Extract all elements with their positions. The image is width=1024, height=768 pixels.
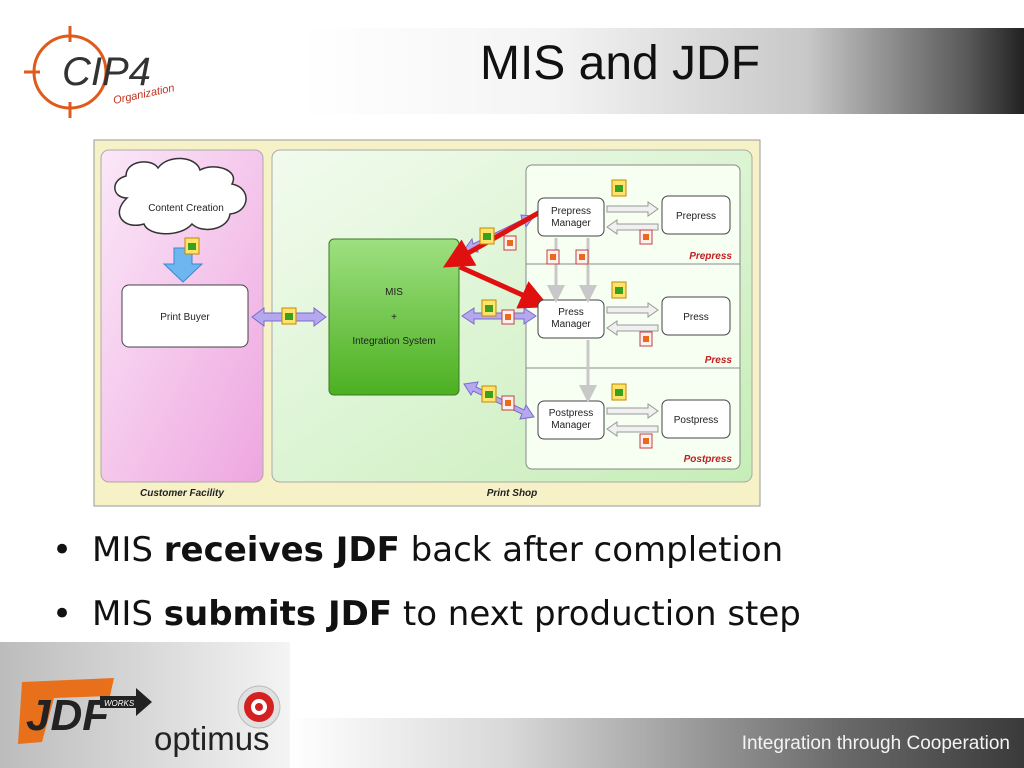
cip4-logo: CIP4 Organization [24, 26, 176, 118]
press-manager-label-1: Press [558, 307, 584, 318]
customer-facility-label: Customer Facility [140, 488, 224, 499]
bullet-text: MIS [92, 594, 164, 634]
workflow-diagram: Content Creation Print Buyer MIS + Integ… [93, 139, 761, 507]
optimus-icon [237, 685, 281, 729]
postpress-manager-box [537, 400, 605, 440]
mis-integration-label: Integration System [352, 336, 435, 347]
bullet-dot: • [52, 530, 73, 570]
jdf-arrow [100, 688, 152, 716]
bullet-emphasis: submits JDF [163, 594, 393, 634]
prepress-zone-label: Prepress [689, 251, 732, 262]
jdf-logo-shape [18, 678, 114, 744]
manager-device-arrows [606, 201, 659, 437]
cip4-wordmark: CIP4 [62, 50, 151, 94]
postpress-zone-label: Postpress [684, 454, 733, 465]
press-manager-box [537, 299, 605, 339]
content-creation-cloud [114, 157, 247, 235]
jdf-works-label: WORKS [104, 699, 135, 708]
prepress-label: Prepress [676, 211, 716, 222]
print-shop-label: Print Shop [487, 488, 538, 499]
press-label: Press [683, 312, 709, 323]
postpress-label: Postpress [674, 415, 718, 426]
red-arrow-to-press-manager [458, 264, 550, 309]
bullet-text: MIS [92, 530, 164, 570]
red-arrow-to-mis [442, 209, 542, 268]
footer-bar [290, 718, 1024, 768]
postpress-box [661, 399, 731, 439]
optimus-wordmark: optimus [154, 720, 270, 757]
press-zone-label: Press [705, 355, 733, 366]
footer-tagline: Integration through Cooperation [741, 733, 1010, 754]
bullet-emphasis: receives JDF [163, 530, 400, 570]
press-manager-label-2: Manager [551, 319, 591, 330]
bullet-text: back after completion [399, 530, 784, 570]
bullet-item: • MIS submits JDF to next production step [52, 588, 1002, 652]
print-buyer-box [121, 284, 249, 348]
press-box [661, 296, 731, 336]
mis-box [328, 238, 460, 396]
prepress-box [661, 195, 731, 235]
print-buyer-label: Print Buyer [160, 312, 210, 323]
postpress-manager-label-2: Manager [551, 420, 591, 431]
mis-label: MIS [385, 287, 403, 298]
mis-press-arrow [461, 307, 537, 325]
postpress-manager-label-1: Postpress [549, 408, 593, 419]
bullet-text: to next production step [392, 594, 801, 634]
mis-plus: + [391, 312, 397, 323]
prepress-manager-label-1: Prepress [551, 206, 591, 217]
prepress-manager-box [537, 197, 605, 237]
prepress-manager-label-2: Manager [551, 218, 591, 229]
bullet-item: • MIS receives JDF back after completion [52, 524, 1002, 588]
jdf-doc-icons [184, 179, 653, 449]
bullet-list: •MIS receives JDF back after completion … [52, 524, 1002, 652]
content-creation-label: Content Creation [148, 203, 224, 214]
bullet-dot: • [52, 594, 73, 634]
jdf-wordmark: JDF [26, 691, 110, 740]
slide-title: MIS and JDF [479, 37, 761, 90]
title-bar [300, 28, 1024, 114]
jdf-works-logo: JDF WORKS [18, 678, 152, 744]
